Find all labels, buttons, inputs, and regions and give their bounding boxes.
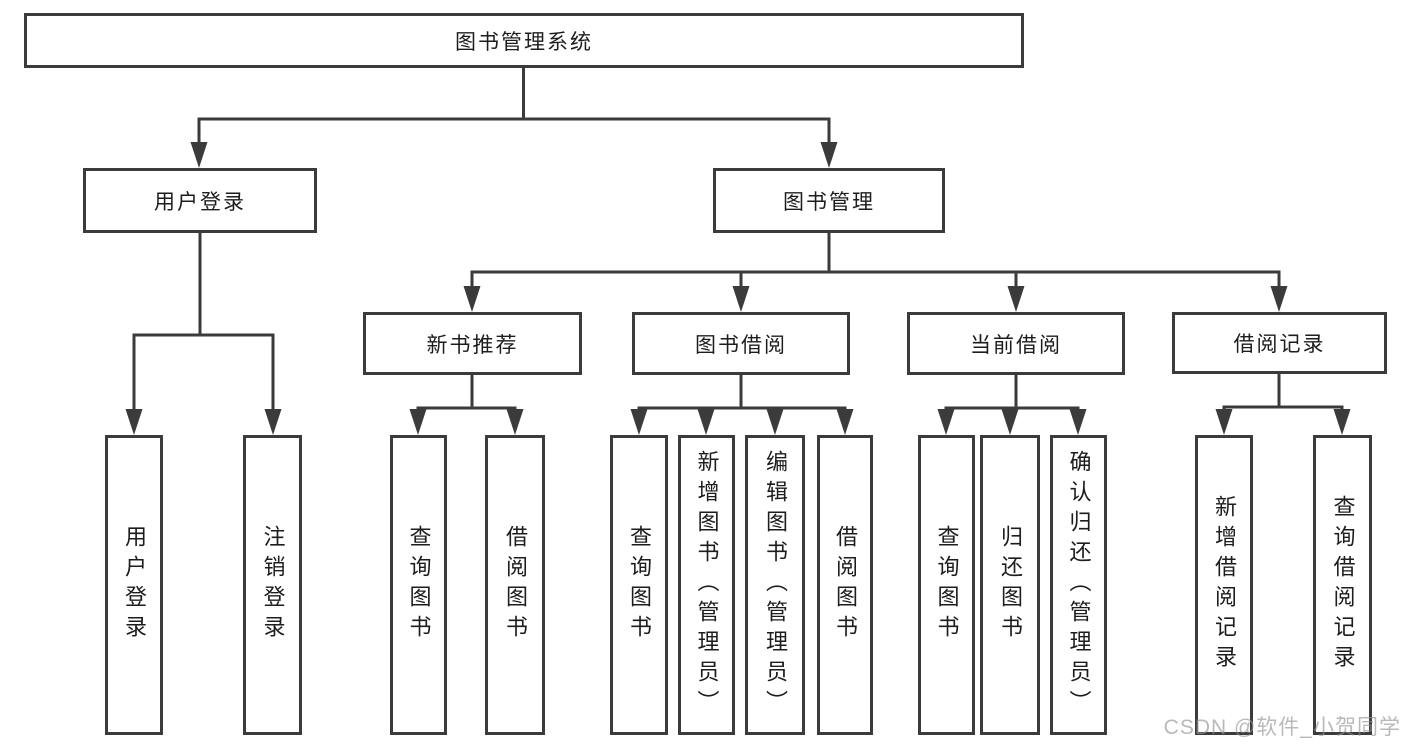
- leaf-borrow-book: 借阅图书: [817, 435, 873, 735]
- node-label: 查询图书: [627, 525, 652, 645]
- node-label: 借阅图书: [833, 525, 858, 645]
- node-label: 借阅记录: [1233, 333, 1326, 356]
- node-borrow-record: 借阅记录: [1172, 312, 1387, 374]
- node-label: 确认归还（管理员）: [1066, 450, 1092, 720]
- leaf-borrow-book-recommend: 借阅图书: [485, 435, 545, 735]
- node-label: 注销登录: [260, 525, 286, 645]
- node-current-borrow: 当前借阅: [907, 312, 1125, 375]
- node-label: 借阅图书: [503, 525, 528, 645]
- arrowheads: [125, 142, 1351, 435]
- node-library-system: 图书管理系统: [24, 13, 1024, 68]
- leaf-user-login: 用户登录: [105, 435, 163, 735]
- node-label: 查询图书: [406, 525, 432, 645]
- node-label: 当前借阅: [970, 333, 1062, 357]
- leaf-query-book-borrow: 查询图书: [610, 435, 668, 735]
- leaf-return-book: 归还图书: [980, 435, 1040, 735]
- node-label: 用户登录: [154, 190, 246, 214]
- node-label: 用户登录: [122, 525, 147, 645]
- leaf-add-book-admin: 新增图书（管理员）: [678, 435, 735, 735]
- node-label: 查询图书: [934, 525, 960, 645]
- node-label: 编辑图书（管理员）: [763, 450, 788, 720]
- leaf-logout: 注销登录: [243, 435, 302, 735]
- node-label: 新书推荐: [426, 333, 519, 357]
- node-label: 新增借阅记录: [1212, 495, 1237, 675]
- leaf-query-borrow-record: 查询借阅记录: [1313, 435, 1372, 735]
- leaf-edit-book-admin: 编辑图书（管理员）: [745, 435, 805, 735]
- csdn-watermark: CSDN @软件_小贺同学: [1163, 716, 1401, 739]
- node-book-management: 图书管理: [713, 168, 945, 233]
- node-label: 归还图书: [998, 525, 1023, 645]
- leaf-add-borrow-record: 新增借阅记录: [1195, 435, 1253, 735]
- node-new-book-recommend: 新书推荐: [363, 312, 582, 375]
- leaf-query-book-current: 查询图书: [918, 435, 975, 735]
- node-label: 图书借阅: [695, 333, 787, 357]
- node-label: 图书管理系统: [455, 30, 593, 54]
- node-label: 查询借阅记录: [1330, 495, 1356, 675]
- node-user-login: 用户登录: [83, 168, 317, 233]
- node-book-borrow: 图书借阅: [632, 312, 850, 375]
- node-label: 新增图书（管理员）: [694, 450, 720, 720]
- node-label: 图书管理: [783, 190, 875, 214]
- leaf-query-book-recommend: 查询图书: [390, 435, 447, 735]
- leaf-confirm-return-admin: 确认归还（管理员）: [1050, 435, 1107, 735]
